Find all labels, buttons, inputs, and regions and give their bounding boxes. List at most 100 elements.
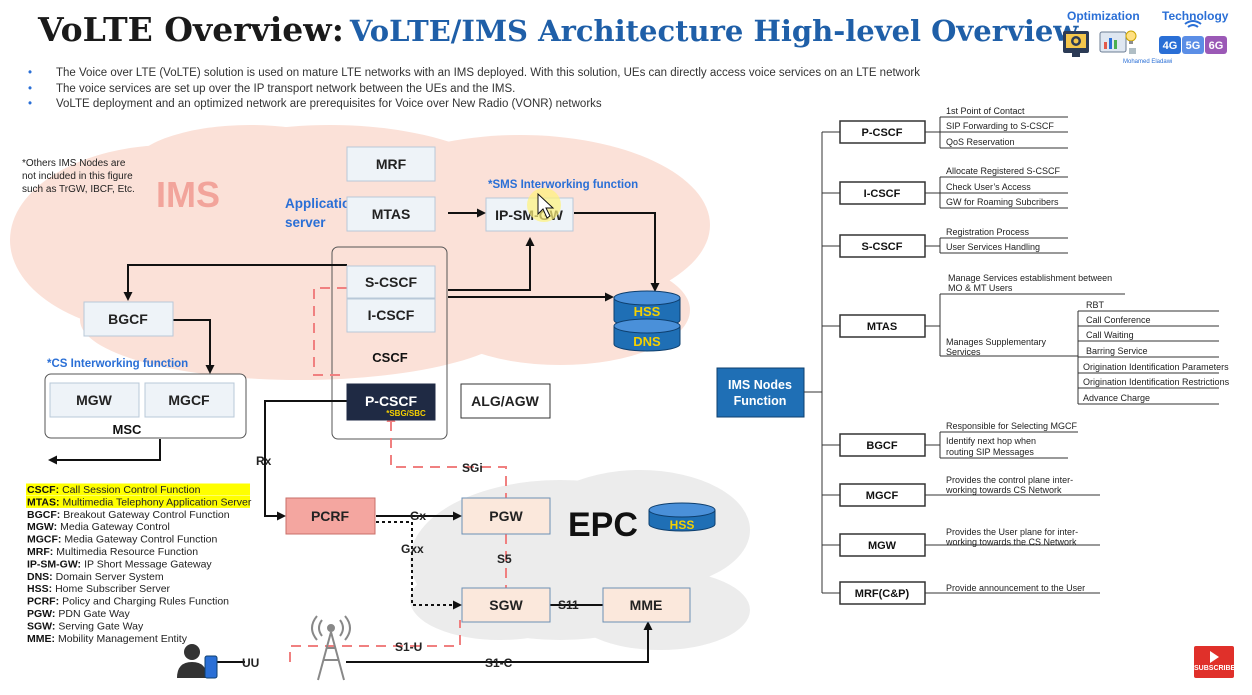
- legend-abbr: MTAS:: [27, 496, 59, 508]
- legend-row: HSS:Home Subscriber Server: [27, 583, 171, 595]
- tree-mtas-top-2: MO & MT Users: [948, 283, 1013, 293]
- pcscf-node: [346, 383, 436, 421]
- pcscf-sub-label: *SBG/SBC: [386, 409, 426, 418]
- subscribe-button[interactable]: SUBSCRIBE: [1194, 646, 1236, 678]
- s1c-label: S1-C: [485, 656, 513, 670]
- mgw-node: [49, 382, 140, 418]
- cell-tower-icon: [311, 615, 351, 681]
- cscf-label: CSCF: [372, 350, 407, 365]
- cs-iw-label: *CS Interworking function: [47, 358, 188, 370]
- legend-row: PGW:PDN Gate Way: [27, 608, 131, 620]
- s11-label: S11: [558, 598, 579, 612]
- uu-label: UU: [242, 656, 259, 670]
- msc-out-link: [48, 439, 161, 465]
- mme-node-label: MME: [630, 597, 663, 613]
- pcscf-scscf-dashed-link: [313, 287, 347, 376]
- alg-node-label: ALG/AGW: [471, 393, 539, 409]
- legend-row: MRF:Multimedia Resource Function: [27, 546, 198, 558]
- logo-technology: Technology: [1162, 9, 1229, 23]
- tree-mrf-desc-1: Provide announcement to the User: [946, 583, 1085, 593]
- tree-mtas-supp-item: RBT: [1086, 300, 1105, 310]
- scscf-node-label: S-CSCF: [365, 274, 418, 290]
- page-title: VoLTE Overview:VoLTE/IMS Architecture Hi…: [38, 10, 1078, 49]
- legend-row: PCRF:Policy and Charging Rules Function: [27, 596, 229, 608]
- legend-abbr: BGCF:: [27, 509, 60, 521]
- sgi-dashed-link: [390, 421, 507, 498]
- logo-author: Mohamed Eladawi: [1123, 59, 1173, 65]
- tree-pcscf-leaf: SIP Forwarding to S-CSCF: [946, 121, 1054, 131]
- tree-root-line-1: IMS Nodes: [728, 378, 792, 392]
- title-subtitle: VoLTE/IMS Architecture High-level Overvi…: [349, 14, 1079, 48]
- tree-mtas-supp-item: Origination Identification Restrictions: [1083, 377, 1230, 387]
- legend-desc: Home Subscriber Server: [55, 583, 170, 595]
- abbreviation-legend: CSCF:Call Session Control FunctionMTAS:M…: [26, 483, 252, 645]
- legend-desc: Multimedia Resource Function: [56, 546, 198, 558]
- tree-mgcf-label: MGCF: [866, 490, 899, 502]
- tree-mgw-desc-2: working towards the CS Network: [945, 537, 1077, 547]
- tree-icscf-leaf: GW for Roaming Subcribers: [946, 197, 1059, 207]
- tree-mtas-supp-item: Advance Charge: [1083, 393, 1150, 403]
- legend-abbr: PCRF:: [27, 596, 59, 608]
- generations-icon: 4G 5G 6G: [1159, 20, 1227, 54]
- subscribe-label: SUBSCRIBE: [1194, 665, 1236, 672]
- tree-bgcf-sub-1: Identify next hop when: [946, 436, 1036, 446]
- tree-mtas-top-1: Manage Services establishment between: [948, 273, 1112, 283]
- s5-label: S5: [497, 552, 512, 566]
- scscf-to-ipsmgw-link: [448, 237, 535, 291]
- legend-desc: Media Gateway Control: [60, 521, 170, 533]
- legend-abbr: MGW:: [27, 521, 57, 533]
- hss-db-label: HSS: [634, 304, 661, 319]
- epc-label: EPC: [568, 506, 638, 544]
- note-line-2: not included in this figure: [22, 171, 133, 182]
- mme-node: [602, 587, 691, 623]
- mgw-node-label: MGW: [76, 392, 113, 408]
- legend-row: CSCF:Call Session Control Function: [26, 483, 250, 496]
- pcscf-node-label: P-CSCF: [365, 393, 418, 409]
- app-server-label-2: server: [285, 215, 326, 230]
- legend-row: DNS:Domain Server System: [27, 571, 164, 583]
- legend-desc: IP Short Message Gateway: [84, 558, 212, 570]
- monitor-icon: [1063, 31, 1089, 57]
- s1u-label: S1-U: [395, 640, 422, 654]
- gen-5g: 5G: [1186, 40, 1201, 52]
- title-main: VoLTE Overview:: [38, 10, 344, 49]
- bullet-list: The Voice over LTE (VoLTE) solution is u…: [28, 66, 1028, 113]
- tree-scscf-leaf: User Services Handling: [946, 242, 1040, 252]
- tree-bgcf-label: BGCF: [866, 440, 897, 452]
- legend-desc: Mobility Management Entity: [58, 633, 188, 645]
- tree-root: [716, 367, 805, 418]
- gen-4g: 4G: [1163, 40, 1178, 52]
- legend-desc: Domain Server System: [56, 571, 164, 583]
- legend-abbr: CSCF:: [27, 484, 59, 496]
- alg-node: [460, 383, 551, 419]
- tree-mgcf-desc-2: working towards CS Network: [945, 485, 1062, 495]
- cscf-container: [331, 246, 448, 440]
- tree-mtas-supp-item: Call Conference: [1086, 315, 1151, 325]
- tree-pcscf-leaf: QoS Reservation: [946, 137, 1015, 147]
- legend-desc: Call Session Control Function: [62, 484, 200, 496]
- mtas-node-label: MTAS: [372, 206, 411, 222]
- legend-abbr: IP-SM-GW:: [27, 558, 81, 570]
- s1c-link: [346, 621, 653, 663]
- legend-desc: Multimedia Telephony Application Server: [62, 496, 251, 508]
- legend-abbr: MME:: [27, 633, 55, 645]
- bullet-3: VoLTE deployment and an optimized networ…: [28, 97, 1028, 113]
- epc-hss-db: HSS: [648, 502, 716, 532]
- channel-logo: Optimization Technology: [1060, 6, 1245, 70]
- tree-mtas-supp-1: Manages Supplementary: [946, 337, 1047, 347]
- tree-mtas-supp-2: Services: [946, 347, 981, 357]
- tree-mtas-supp-item: Origination Identification Parameters: [1083, 362, 1229, 372]
- bgcf-node-label: BGCF: [108, 311, 148, 327]
- ipsmgw-to-hss-link: [574, 212, 660, 292]
- legend-abbr: MRF:: [27, 546, 53, 558]
- pgw-node-label: PGW: [489, 508, 523, 524]
- rx-label: Rx: [256, 454, 272, 468]
- tree-icscf-leaf: Allocate Registered S-CSCF: [946, 166, 1061, 176]
- legend-desc: Policy and Charging Rules Function: [62, 596, 229, 608]
- tree-mrf-label: MRF(C&P): [855, 588, 910, 600]
- sgw-node: [461, 587, 551, 623]
- tree-scscf-leaf: Registration Process: [946, 227, 1030, 237]
- tree-pcscf-leaf: 1st Point of Contact: [946, 106, 1025, 116]
- note-line-1: *Others IMS Nodes are: [22, 158, 126, 169]
